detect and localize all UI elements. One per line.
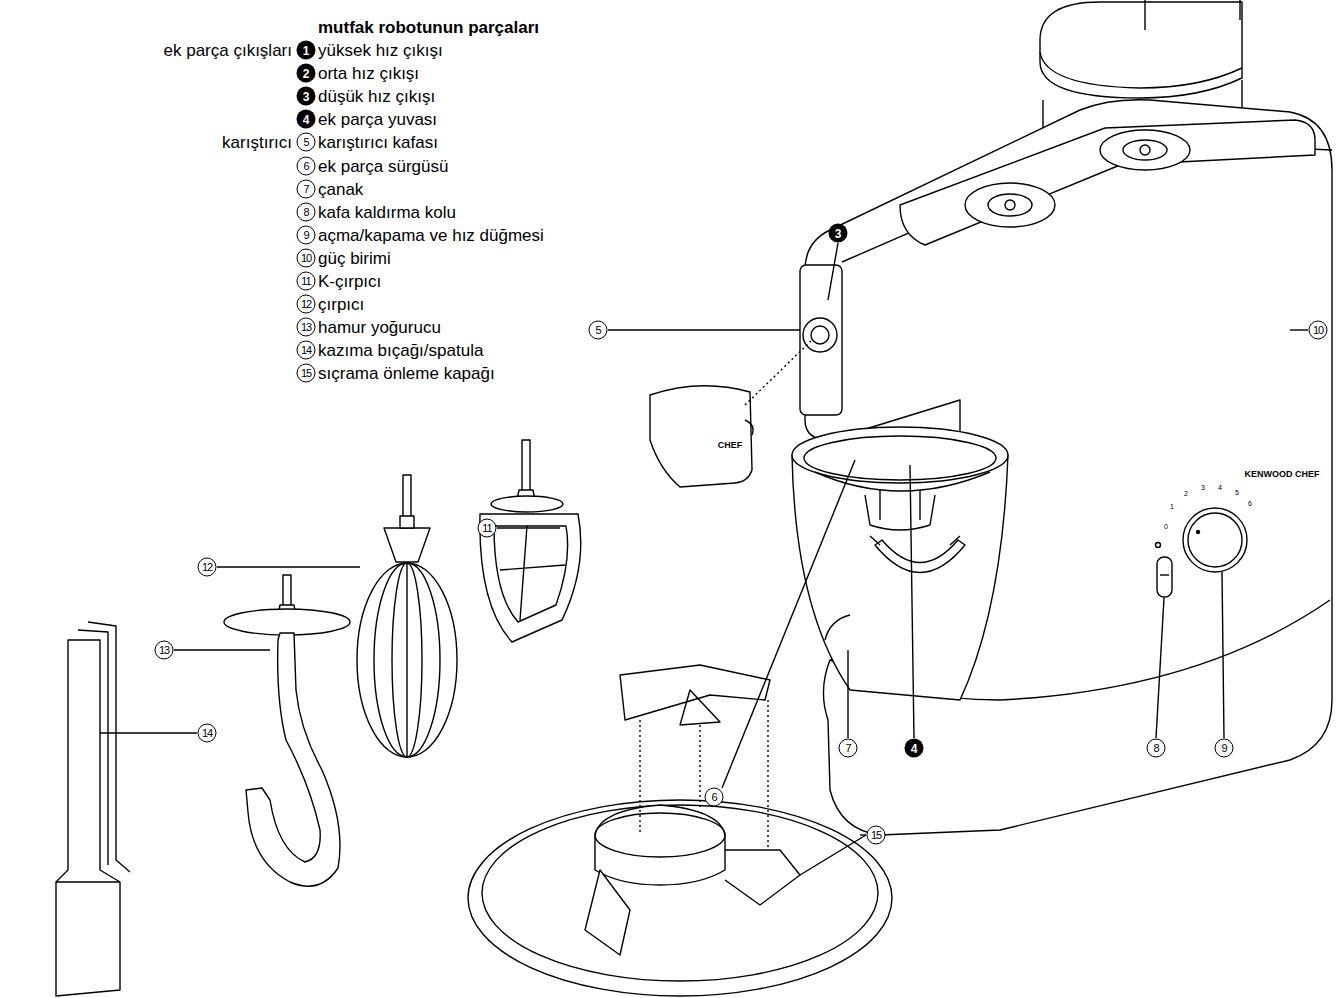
- callout-number: 13: [155, 641, 174, 660]
- part-name: ek parça sürgüsü: [318, 157, 448, 174]
- callout-number: 5: [297, 133, 316, 152]
- callout-number: 11: [297, 272, 316, 291]
- callout-number: 10: [1309, 321, 1328, 340]
- part-name: orta hız çıkışı: [318, 65, 419, 82]
- dial-mark: 1: [1170, 503, 1174, 510]
- callout-number: 5: [589, 321, 608, 340]
- dial-mark: 2: [1184, 490, 1188, 497]
- part-name: düşük hız çıkışı: [318, 88, 435, 105]
- dial-mark: 5: [1235, 489, 1239, 496]
- part-name: güç birimi: [318, 249, 391, 266]
- title: mutfak robotunun parçaları: [318, 19, 539, 36]
- part-name: açma/kapama ve hız düğmesi: [318, 226, 544, 243]
- callout-number: 7: [297, 179, 316, 198]
- callout-number: 4: [297, 110, 316, 129]
- part-name: kazıma bıçağı/spatula: [318, 342, 483, 359]
- part-name: yüksek hız çıkışı: [318, 42, 443, 59]
- callout-number: 3: [829, 224, 848, 243]
- callout-number: 15: [297, 364, 316, 383]
- part-name: sıçrama önleme kapağı: [318, 365, 495, 382]
- part-name: çanak: [318, 180, 363, 197]
- callout-number: 3: [297, 87, 316, 106]
- callout-number: 1: [297, 41, 316, 60]
- callout-number: 9: [1215, 739, 1234, 758]
- part-name: hamur yoğurucu: [318, 319, 441, 336]
- brand-mark: CHEF: [718, 441, 743, 450]
- callout-number: 2: [297, 64, 316, 83]
- callout-number: 13: [297, 318, 316, 337]
- group-label: karıştırıcı: [222, 134, 292, 151]
- part-name: karıştırıcı kafası: [318, 134, 438, 151]
- part-name: kafa kaldırma kolu: [318, 203, 456, 220]
- callout-number: 8: [1147, 739, 1166, 758]
- callout-number: 12: [297, 295, 316, 314]
- callout-number: 15: [867, 826, 886, 845]
- callout-number: 14: [198, 724, 217, 743]
- callout-number: 6: [297, 156, 316, 175]
- callout-number: 11: [478, 519, 497, 538]
- callout-number: 10: [297, 248, 316, 267]
- callout-number: 12: [198, 558, 217, 577]
- dial-mark: 4: [1218, 484, 1222, 491]
- part-name: ek parça yuvası: [318, 111, 437, 128]
- callout-number: 7: [839, 739, 858, 758]
- dial-mark: 0: [1164, 523, 1168, 530]
- callout-number: 9: [297, 225, 316, 244]
- dial-mark: 6: [1248, 500, 1252, 507]
- callout-number: 8: [297, 202, 316, 221]
- part-name: K-çırpıcı: [318, 273, 381, 290]
- callout-number: 6: [705, 788, 724, 807]
- part-name: çırpıcı: [318, 296, 364, 313]
- group-label: ek parça çıkışları: [164, 42, 293, 59]
- brand-mark: KENWOOD CHEF: [1245, 470, 1320, 479]
- callout-number: 14: [297, 341, 316, 360]
- dial-mark: 3: [1201, 484, 1205, 491]
- callout-number: 4: [905, 739, 924, 758]
